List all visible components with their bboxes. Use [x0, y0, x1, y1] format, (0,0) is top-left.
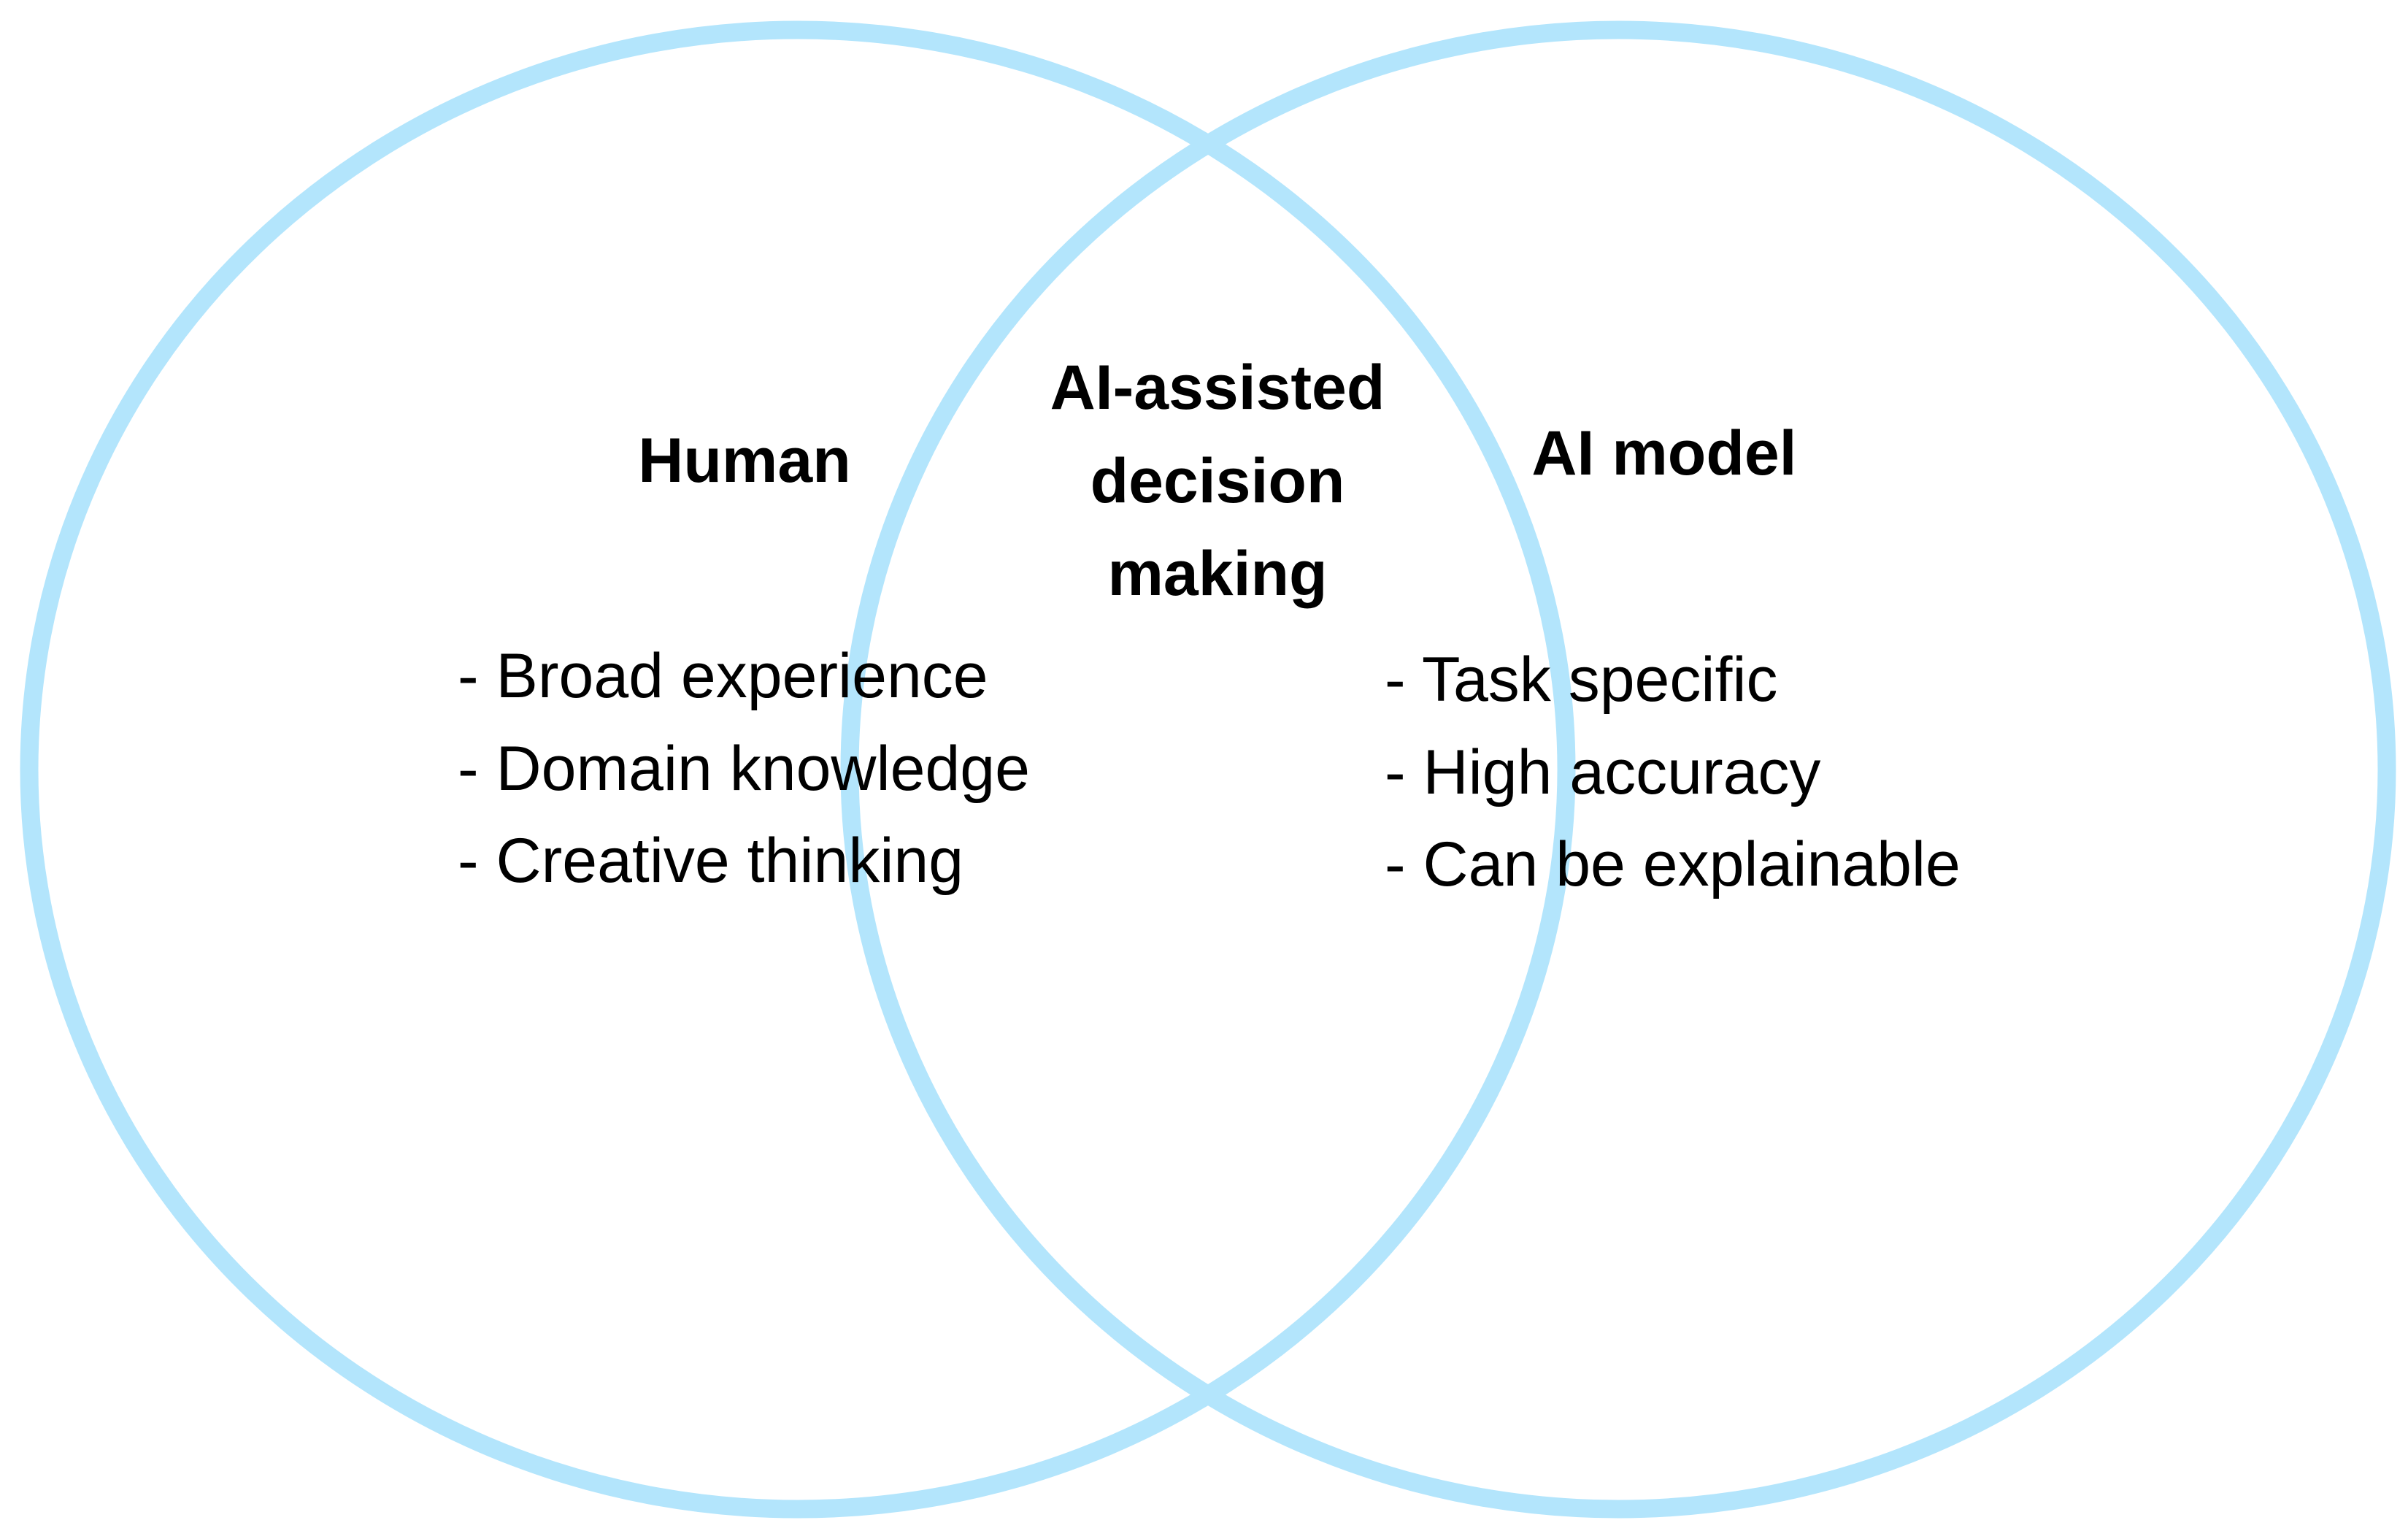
- human-circle: [20, 20, 1576, 1519]
- human-title: Human: [638, 426, 850, 496]
- ai-model-circle: [840, 20, 2396, 1519]
- human-item-creative-thinking: - Creative thinking: [458, 826, 963, 896]
- ai-model-title: AI model: [1531, 418, 1796, 488]
- human-item-broad-experience: - Broad experience: [458, 641, 988, 711]
- ai-item-high-accuracy: - High accuracy: [1385, 737, 1820, 807]
- intersection-title-line-3: making: [1107, 539, 1327, 609]
- ai-item-task-specific: - Task specific: [1385, 645, 1777, 715]
- human-item-domain-knowledge: - Domain knowledge: [458, 734, 1030, 804]
- intersection-title-line-2: decision: [1090, 446, 1345, 516]
- ai-item-can-be-explainable: - Can be explainable: [1385, 829, 1961, 899]
- intersection-title-line-1: AI-assisted: [1050, 353, 1385, 423]
